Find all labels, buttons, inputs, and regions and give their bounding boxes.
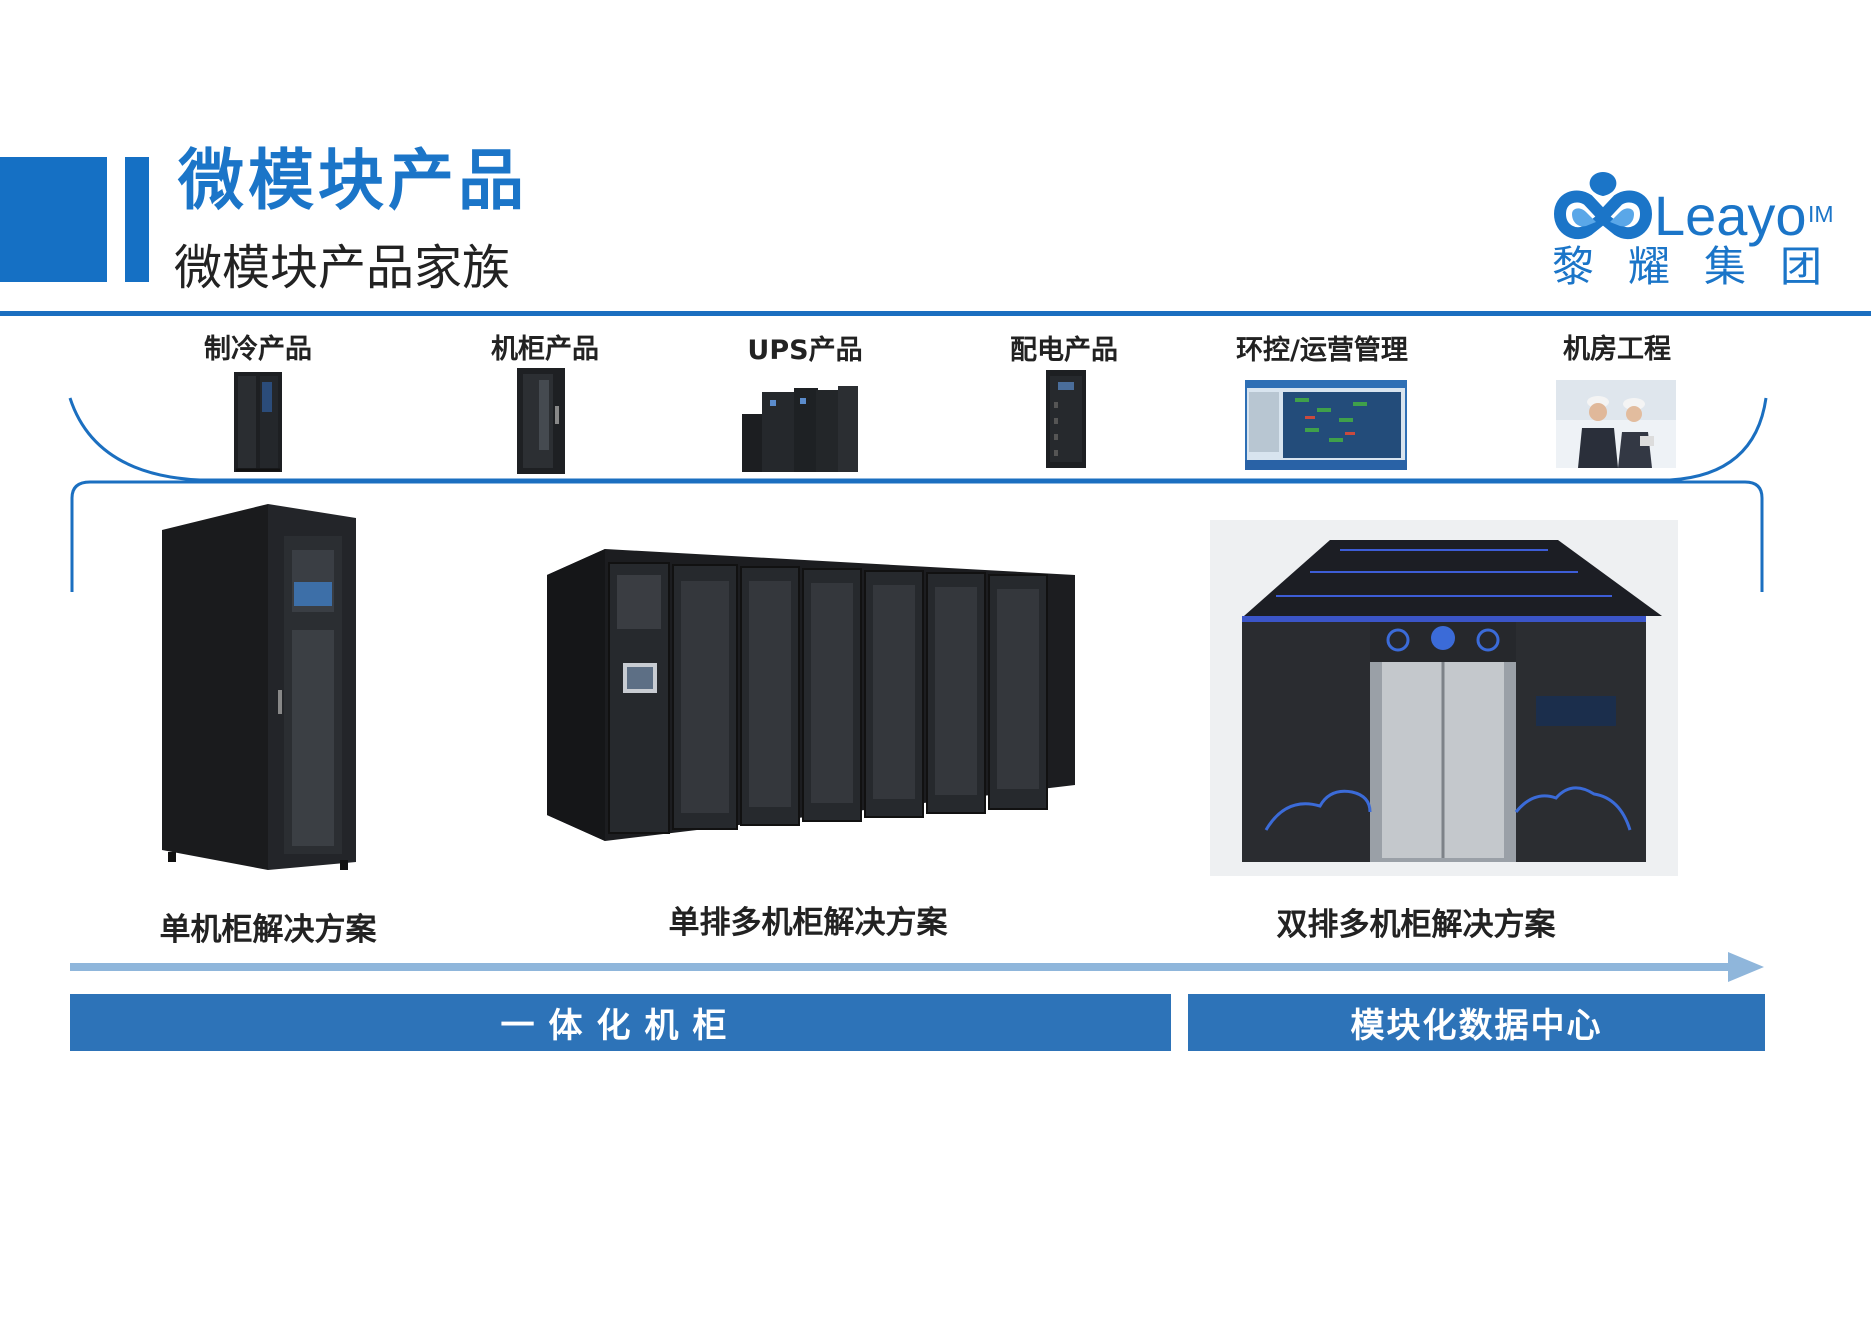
product-label-power: 配电产品 <box>1010 335 1118 366</box>
product-label-monitoring: 环控/运营管理 <box>1236 335 1408 366</box>
header-divider <box>0 311 1871 316</box>
product-bracket-lower <box>70 480 1764 592</box>
single-row-cabinets-image <box>547 549 1075 841</box>
logo-chinese-name: 黎耀集团 <box>1552 242 1857 291</box>
monitoring-screen-icon <box>1245 380 1407 470</box>
progression-arrow <box>70 952 1764 982</box>
product-label-rack: 机柜产品 <box>491 334 599 365</box>
product-label-cooling: 制冷产品 <box>204 334 312 365</box>
solution-label-single-row: 单排多机柜解决方案 <box>668 905 948 941</box>
logo-trademark: IM <box>1808 201 1834 227</box>
logo-name: Leayo <box>1654 184 1807 247</box>
solution-label-single: 单机柜解决方案 <box>159 912 377 948</box>
page-subtitle: 微模块产品家族 <box>174 240 511 296</box>
ups-system-icon <box>742 386 858 472</box>
engineers-photo-icon <box>1556 380 1676 468</box>
single-cabinet-image <box>162 504 356 870</box>
product-label-engineering: 机房工程 <box>1563 334 1671 365</box>
modular-datacenter-bar: 模块化数据中心 <box>1188 994 1765 1051</box>
solution-label-double-row: 双排多机柜解决方案 <box>1276 907 1556 943</box>
leayo-logo: Leayo IM 黎耀集团 <box>1548 160 1848 300</box>
product-label-ups: UPS产品 <box>747 335 863 366</box>
header-accent-block <box>0 157 107 282</box>
double-row-module-image <box>1210 520 1678 876</box>
rack-cabinet-icon <box>517 368 565 474</box>
integrated-cabinet-bar: 一体化机柜 <box>70 994 1171 1051</box>
leayo-logo-mark <box>1553 172 1653 240</box>
page-title: 微模块产品 <box>178 142 528 219</box>
cooling-unit-icon <box>234 372 282 472</box>
product-bracket-upper <box>68 397 1768 482</box>
integrated-cabinet-label: 一体化机柜 <box>500 1006 741 1046</box>
modular-datacenter-label: 模块化数据中心 <box>1350 1006 1603 1046</box>
product-bracket <box>68 397 1768 592</box>
power-distribution-icon <box>1046 370 1086 468</box>
header-accent-stripe <box>125 157 149 282</box>
